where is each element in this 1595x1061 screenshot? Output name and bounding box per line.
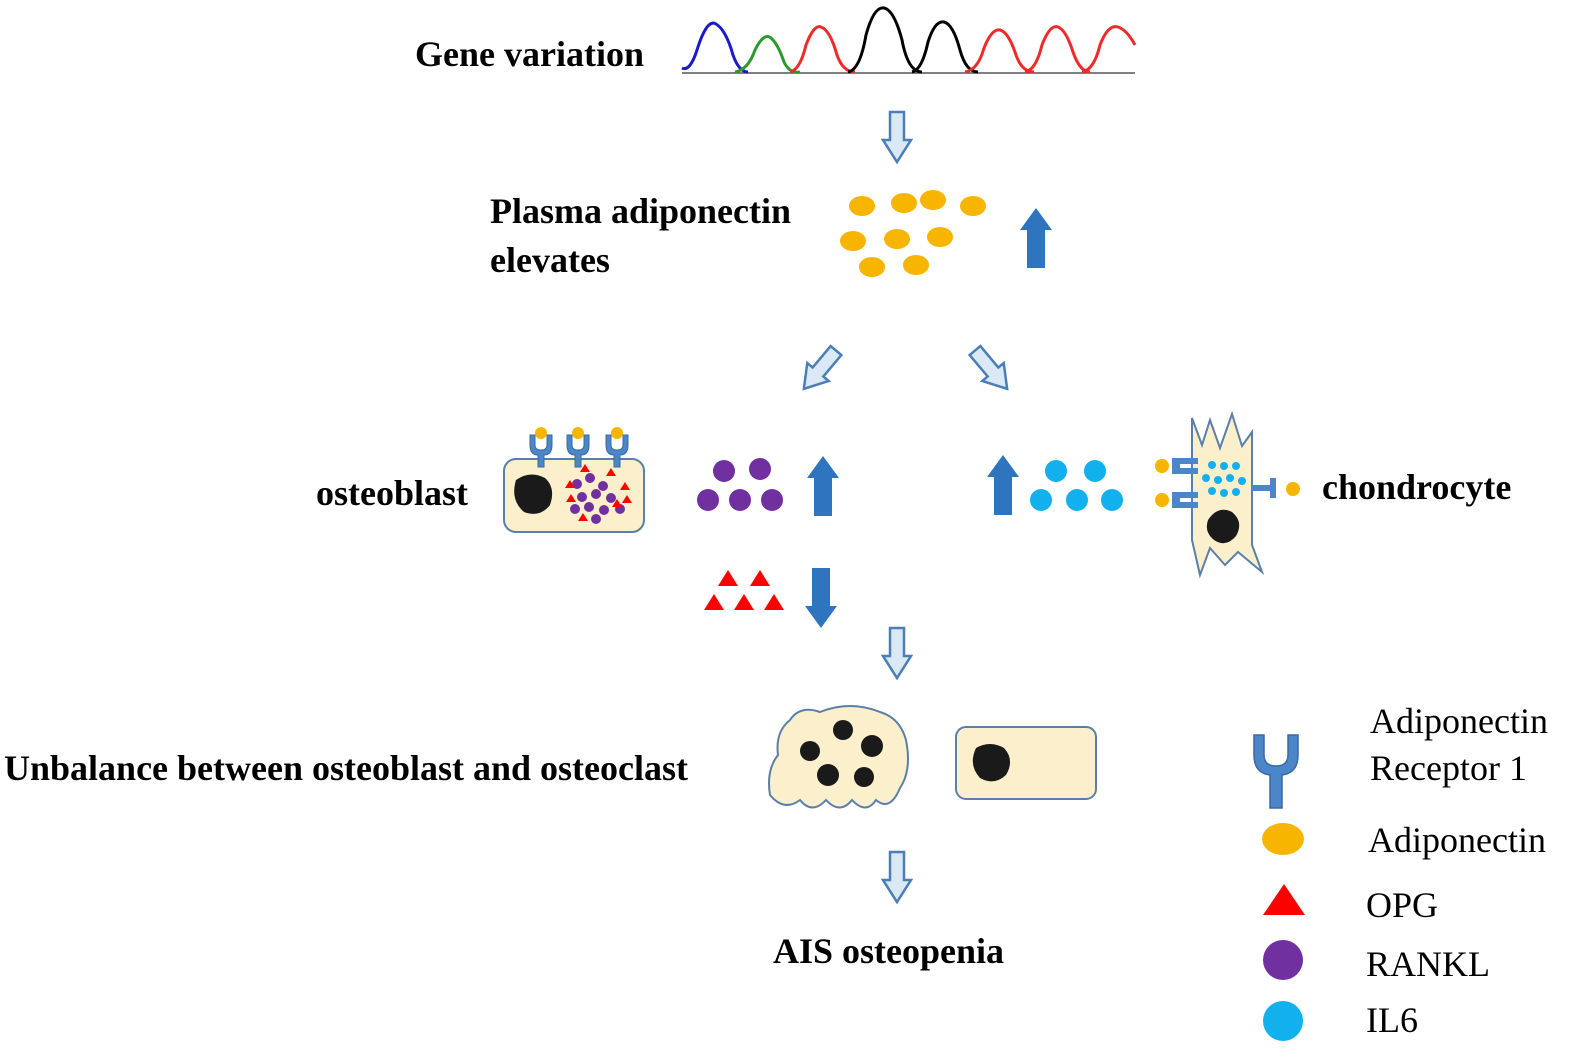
gene-variation-label: Gene variation (415, 34, 644, 74)
legend-label: OPG (1366, 885, 1438, 925)
chromatogram-image (681, 6, 1137, 74)
legend-item-opg: OPG (1263, 884, 1438, 925)
il6-increase-arrow (987, 455, 1019, 515)
osteoclast-cell (768, 705, 909, 809)
outcome-label: AIS osteopenia (773, 931, 1004, 971)
rankl-cluster (697, 458, 783, 511)
ellipse-icon (1262, 823, 1304, 855)
osteoblast-label: osteoblast (316, 473, 468, 513)
legend: Adiponectin Receptor 1 Adiponectin OPG R… (1253, 701, 1548, 1041)
plasma-elevates-label: elevates (490, 240, 610, 280)
adiponectin-cluster (840, 190, 986, 277)
legend-label: Receptor 1 (1370, 748, 1527, 788)
osteoblast-cell-small (955, 726, 1097, 800)
legend-label: Adiponectin (1368, 820, 1546, 860)
legend-item-rankl: RANKL (1263, 940, 1490, 984)
opg-decrease-arrow (805, 568, 837, 628)
circle-icon (1263, 1001, 1303, 1041)
flow-arrow-1 (881, 110, 913, 164)
branch-arrow-right (963, 340, 1020, 400)
nucleus (514, 474, 553, 514)
osteoblast-cell (503, 427, 645, 533)
legend-label: RANKL (1366, 944, 1490, 984)
chondrocyte-cell (1155, 410, 1300, 579)
circle-icon (1263, 940, 1303, 980)
rankl-increase-arrow (807, 456, 839, 516)
il6-cluster (1030, 460, 1123, 511)
unbalance-label: Unbalance between osteoblast and osteocl… (4, 748, 688, 788)
legend-item-receptor: Adiponectin Receptor 1 (1253, 701, 1548, 809)
receptor-icon (1253, 734, 1299, 809)
flow-arrow-2 (881, 626, 913, 680)
branch-arrow-left (791, 340, 848, 400)
legend-item-il6: IL6 (1263, 1000, 1418, 1041)
triangle-icon (1263, 884, 1305, 915)
adiponectin-increase-arrow (1020, 208, 1052, 268)
flow-arrow-3 (881, 850, 913, 904)
legend-item-adiponectin: Adiponectin (1262, 820, 1546, 860)
opg-cluster (704, 570, 784, 610)
legend-label: Adiponectin (1370, 701, 1548, 741)
plasma-adiponectin-label: Plasma adiponectin (490, 191, 791, 231)
legend-label: IL6 (1366, 1000, 1418, 1040)
chondrocyte-label: chondrocyte (1322, 467, 1511, 507)
